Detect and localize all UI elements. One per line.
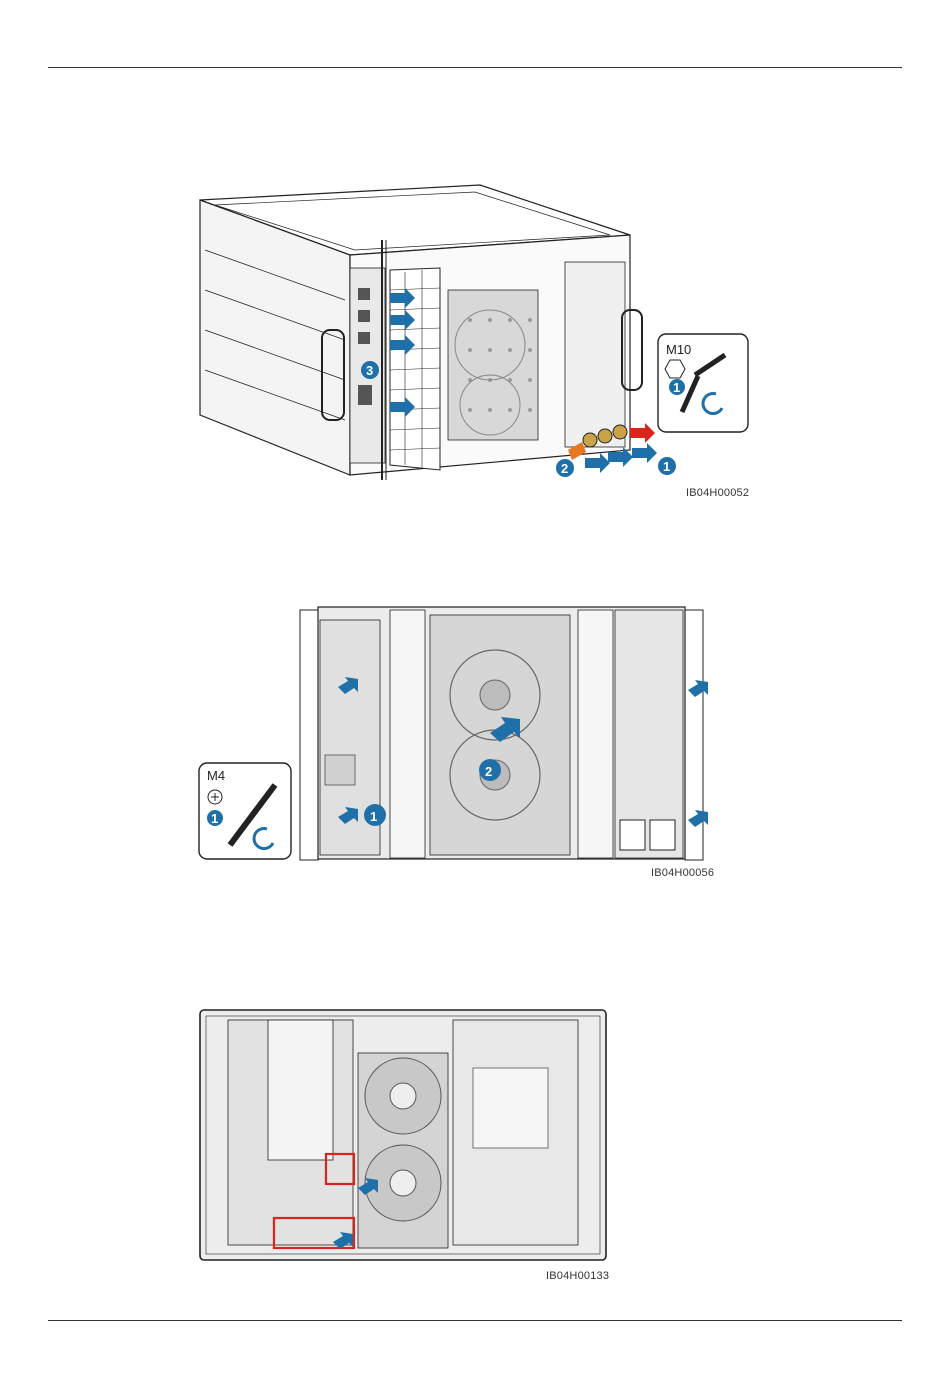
figure-1: 3 2 1 M10 1 IB04H00052 (190, 180, 760, 490)
figure-3-illustration (198, 1008, 610, 1263)
figure-3-id: IB04H00133 (546, 1270, 609, 1282)
figure-1-step-3: 3 (366, 363, 373, 378)
footer-rule (48, 1320, 902, 1321)
figure-1-tool-step: 1 (673, 380, 680, 395)
figure-3: IB04H00133 (198, 1008, 610, 1283)
figure-2-id: IB04H00056 (651, 867, 714, 879)
figure-1-step-2: 2 (561, 461, 568, 476)
figure-1-tool-label: M10 (666, 342, 691, 357)
figure-1-step-1: 1 (663, 459, 670, 474)
header-rule (48, 67, 902, 68)
figure-2-tool-label: M4 (207, 768, 225, 783)
figure-2-step-1: 1 (370, 809, 377, 824)
figure-2-illustration: 2 1 M4 1 (195, 605, 715, 865)
figure-2-tool-step: 1 (211, 811, 218, 826)
figure-2-step-2: 2 (485, 764, 492, 779)
figure-2: 2 1 M4 1 IB04H00056 (195, 605, 715, 875)
figure-1-illustration: 3 2 1 M10 1 (190, 180, 760, 490)
figure-1-id: IB04H00052 (686, 487, 749, 499)
